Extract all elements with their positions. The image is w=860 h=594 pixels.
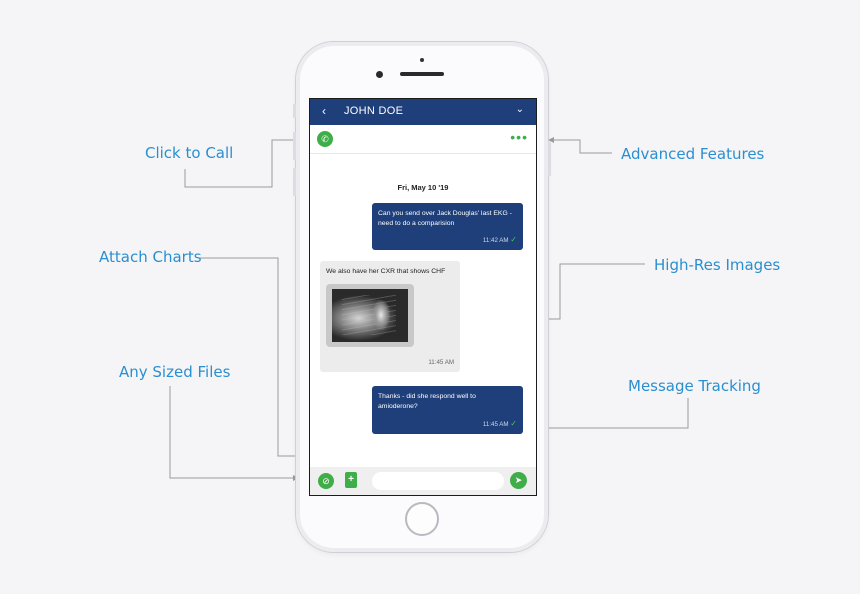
more-options-icon[interactable]: ••• [510,129,528,145]
front-camera [376,71,383,78]
message-time: 11:42 AM [482,237,509,244]
message-bubble-outgoing[interactable]: Can you send over Jack Douglas' last EKG… [372,203,523,250]
message-composer: ⊘ + ➤ [310,467,536,495]
chat-header: ‹ JOHN DOE ⌄ [310,99,536,125]
message-bubble-incoming[interactable]: We also have her CXR that shows CHF 11:4… [320,261,460,372]
attach-file-icon[interactable]: ⊘ [318,473,334,489]
image-attachment[interactable] [326,284,414,347]
read-receipt-icon: ✓ [510,235,517,244]
chevron-down-icon[interactable]: ⌄ [515,104,524,115]
annotation-message-tracking: Message Tracking [628,377,761,395]
phone-frame: ‹ JOHN DOE ⌄ ✆ ••• Fri, May 10 '19 Can y… [293,42,551,552]
annotation-attach-charts: Attach Charts [99,248,202,266]
message-text: We also have her CXR that shows CHF [326,268,446,275]
message-meta: 11:42 AM ✓ [483,235,517,246]
attach-chart-icon[interactable]: + [345,472,357,488]
mute-switch [293,104,296,118]
annotation-any-sized-files: Any Sized Files [119,363,231,381]
chat-toolbar: ✆ ••• [310,125,536,154]
send-icon[interactable]: ➤ [510,472,527,489]
back-icon[interactable]: ‹ [322,104,326,118]
message-text: Thanks - did she respond well to amioder… [378,393,476,410]
message-time: 11:45 AM [482,421,509,428]
phone-call-icon[interactable]: ✆ [317,131,333,147]
volume-down-button [293,168,296,196]
annotation-advanced-features: Advanced Features [621,145,765,163]
power-button [548,142,551,176]
earpiece-speaker [400,72,444,76]
phone-screen: ‹ JOHN DOE ⌄ ✆ ••• Fri, May 10 '19 Can y… [309,98,537,496]
x-ray-image [332,289,408,342]
message-time: 11:45 AM [428,359,454,366]
message-input[interactable] [372,472,504,490]
read-receipt-icon: ✓ [510,419,517,428]
contact-name: JOHN DOE [344,105,404,117]
message-text: Can you send over Jack Douglas' last EKG… [378,210,512,227]
home-button[interactable] [405,502,439,536]
annotation-high-res-images: High-Res Images [654,256,781,274]
volume-up-button [293,132,296,160]
message-bubble-outgoing[interactable]: Thanks - did she respond well to amioder… [372,386,523,434]
message-meta: 11:45 AM ✓ [483,419,517,430]
annotation-click-to-call: Click to Call [145,144,234,162]
date-divider: Fri, May 10 '19 [397,183,449,192]
proximity-sensor [420,58,424,62]
